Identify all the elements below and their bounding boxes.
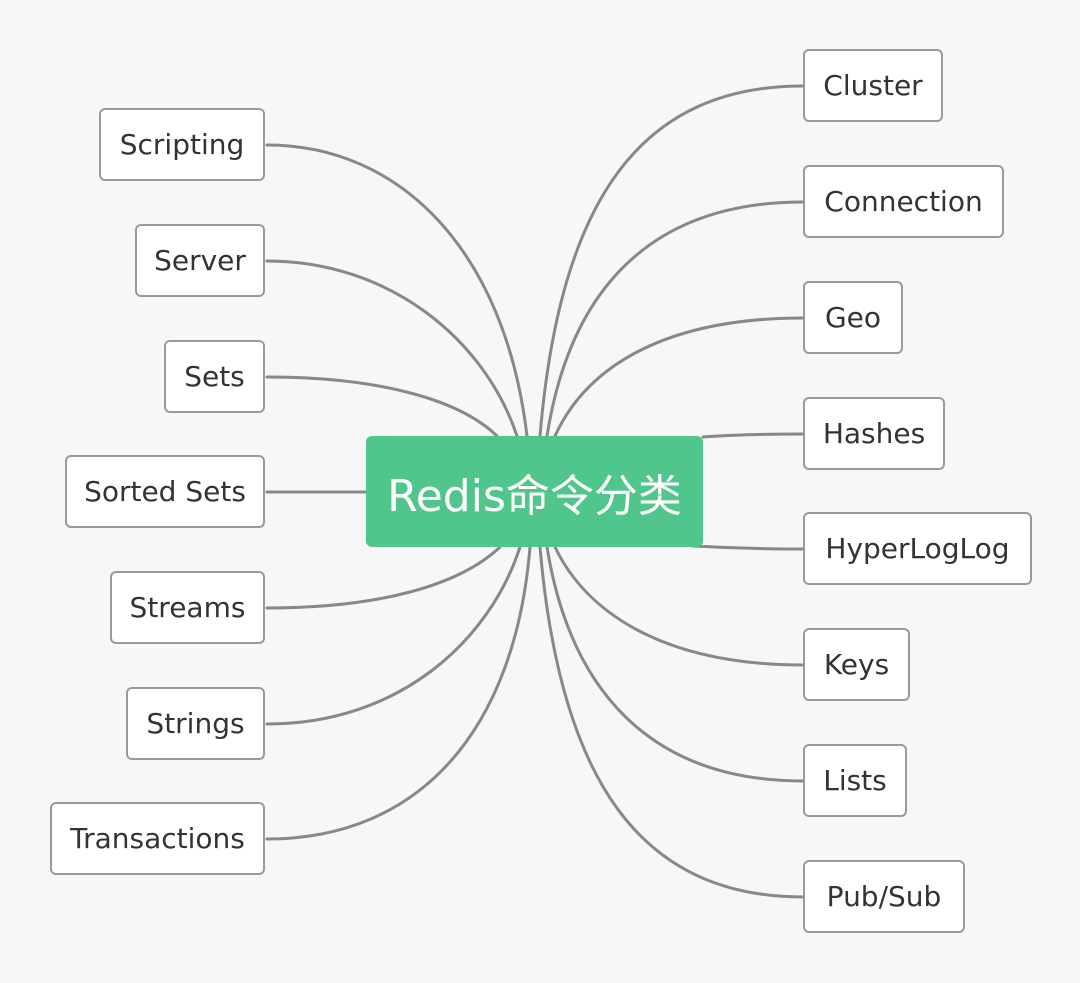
- connector-sets: [265, 375, 499, 438]
- connector-strings: [265, 545, 522, 726]
- node-hyperloglog[interactable]: HyperLogLog: [803, 512, 1032, 585]
- connector-server: [265, 259, 519, 438]
- central-topic[interactable]: Redis命令分类: [366, 436, 703, 547]
- node-keys[interactable]: Keys: [803, 628, 910, 701]
- node-geo[interactable]: Geo: [803, 281, 903, 354]
- node-strings[interactable]: Strings: [126, 687, 265, 760]
- node-streams[interactable]: Streams: [110, 571, 265, 644]
- node-connection[interactable]: Connection: [803, 165, 1004, 238]
- connector-hyperloglog: [691, 544, 805, 551]
- node-sorted-sets[interactable]: Sorted Sets: [65, 455, 265, 528]
- connector-streams: [265, 545, 502, 610]
- connector-hashes: [701, 432, 805, 439]
- node-scripting[interactable]: Scripting: [99, 108, 265, 181]
- connector-lists: [545, 545, 805, 783]
- connector-scripting: [265, 143, 529, 438]
- connector-cluster: [538, 84, 805, 438]
- node-lists[interactable]: Lists: [803, 744, 907, 817]
- connector-transactions: [265, 545, 532, 841]
- node-server[interactable]: Server: [135, 224, 265, 297]
- node-hashes[interactable]: Hashes: [803, 397, 945, 470]
- connector-pubsub: [538, 545, 805, 899]
- node-sets[interactable]: Sets: [164, 340, 265, 413]
- node-transactions[interactable]: Transactions: [50, 802, 265, 875]
- connector-connection: [545, 200, 805, 438]
- node-cluster[interactable]: Cluster: [803, 49, 943, 122]
- node-pubsub[interactable]: Pub/Sub: [803, 860, 965, 933]
- connector-keys: [553, 545, 805, 667]
- connector-geo: [553, 316, 805, 438]
